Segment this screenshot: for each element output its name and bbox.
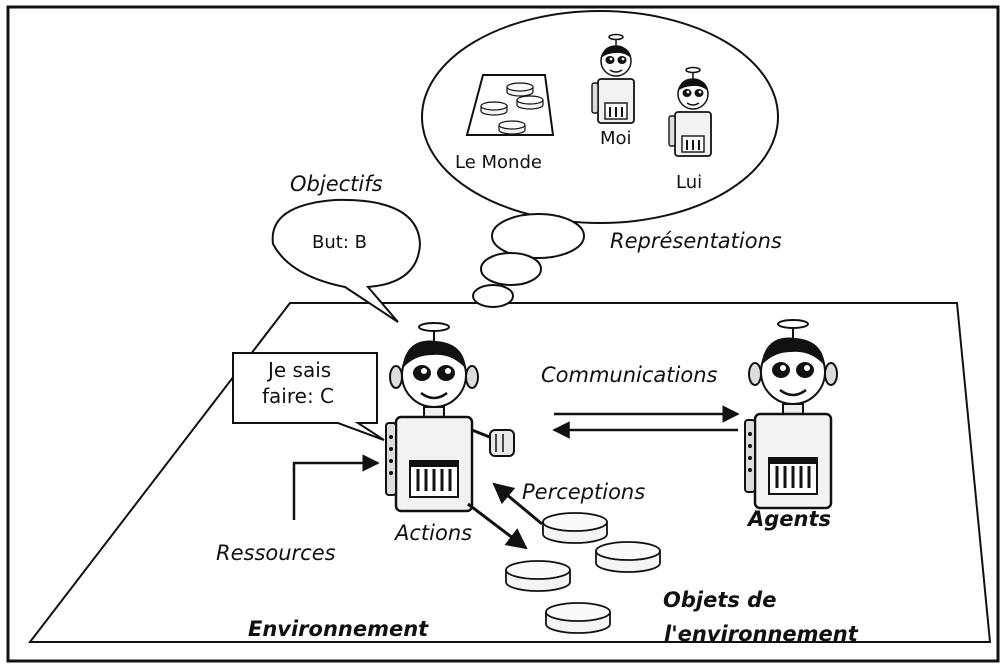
- skills-callout: [232, 352, 385, 441]
- robot-hand-left: [471, 428, 515, 457]
- outer-frame: [6, 5, 1000, 663]
- label-representations: Représentations: [610, 229, 782, 253]
- label-perceptions: Perceptions: [522, 480, 645, 504]
- environment-plane: [27, 302, 992, 643]
- actions-arrow: [467, 502, 528, 550]
- label-moi: Moi: [600, 128, 632, 149]
- label-lui: Lui: [676, 172, 702, 193]
- label-environnement: Environnement: [248, 617, 429, 641]
- label-l-environnement: l'environnement: [664, 622, 859, 646]
- perceptions-arrow: [492, 482, 543, 526]
- world-representation: [465, 74, 555, 136]
- environment-object-disc: [545, 602, 611, 634]
- label-agents: Agents: [746, 507, 831, 531]
- label-actions: Actions: [393, 521, 472, 545]
- thought-bubble-large: [491, 213, 585, 259]
- environment-object-disc: [595, 541, 661, 573]
- label-le-monde: Le Monde: [455, 152, 542, 173]
- label-communications: Communications: [541, 363, 718, 387]
- environment-object-disc: [505, 560, 571, 592]
- label-ressources: Ressources: [216, 541, 336, 565]
- resources-arrow: [292, 454, 380, 520]
- thought-bubble-medium: [480, 252, 542, 286]
- thought-bubble-small: [472, 284, 514, 308]
- objectives-bubble: [271, 198, 422, 323]
- label-objets-de: Objets de: [663, 588, 776, 612]
- label-objectifs: Objectifs: [290, 172, 383, 196]
- label-but: But: B: [312, 232, 367, 253]
- label-je-sais: Je sais: [266, 358, 331, 382]
- environment-object-disc: [542, 512, 608, 544]
- label-faire-c: faire: C: [262, 384, 334, 408]
